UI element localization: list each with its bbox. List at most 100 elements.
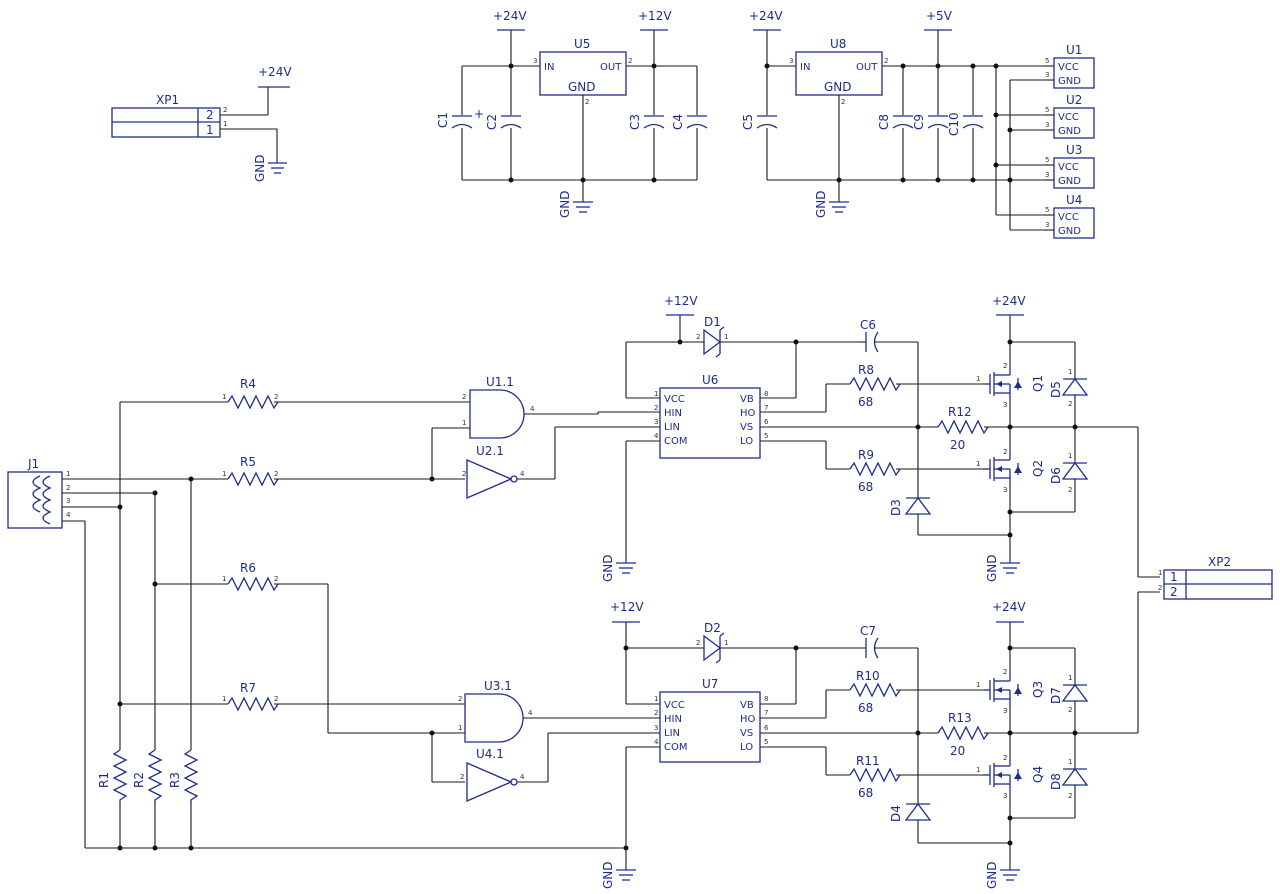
inverter-u4-1[interactable]: U4.1 [466,747,518,802]
pin-name: VS [740,728,753,739]
pin-label: 1 [206,123,214,137]
ref-c5: C5 [741,114,755,130]
pin-number: 1 [1068,452,1072,460]
module-u4[interactable]: U4 VCC GND [1053,193,1095,239]
diode-d6[interactable]: D6 [1049,461,1089,484]
pin-label: 2 [1170,585,1178,599]
capacitor-c6[interactable]: C6 [860,318,879,353]
pin-number: 1 [458,724,462,732]
net-label: GND [601,861,615,889]
diode-d1[interactable]: D1 [703,315,725,358]
regulator-u8[interactable]: U8 IN OUT GND [795,37,883,96]
pin-number: 6 [764,418,769,426]
ref-c8: C8 [877,114,891,130]
mosfet-q4[interactable]: Q4 [983,758,1045,793]
capacitor-c10[interactable]: C10 [947,112,984,136]
connector-xp1[interactable]: XP1 2 1 [111,93,221,138]
regulator-u5[interactable]: U5 IN OUT GND [539,37,627,96]
module-u3[interactable]: U3 VCC GND [1053,143,1095,189]
ground-symbol: GND [558,190,593,218]
ref-r3: R3 [168,772,182,788]
ref-u3: U3 [1066,143,1082,157]
resistor-r11[interactable]: R11 68 [849,754,901,800]
pin-name: VCC [1058,62,1079,73]
module-u1[interactable]: U1 VCC GND [1053,43,1095,89]
pin-name: VB [740,700,754,711]
pin-number: 1 [462,419,466,427]
capacitor-c2[interactable]: C2 [485,114,522,130]
pin-label: 1 [1170,570,1178,584]
resistor-r7[interactable]: R7 [227,681,279,712]
ref-u7: U7 [702,677,718,691]
and-gate-u1-1[interactable]: U1.1 [469,375,525,439]
pin-name: LIN [664,728,680,739]
resistor-r4[interactable]: R4 [227,377,279,410]
mosfet-q3[interactable]: Q3 [983,672,1045,708]
capacitor-c7[interactable]: C7 [860,624,879,659]
capacitor-c9[interactable]: C9 [912,114,949,130]
diode-d5[interactable]: D5 [1049,377,1089,398]
gate-driver-u6[interactable]: U6 VCC HIN LIN COM VB HO VS LO [659,373,761,459]
diode-d4[interactable]: D4 [889,802,932,822]
pin-number: 2 [1003,362,1007,370]
capacitor-c8[interactable]: C8 [877,114,914,130]
pin-number: 3 [1003,486,1007,494]
diode-d2[interactable]: D2 [703,621,725,664]
pin-number: 1 [976,766,980,774]
mosfet-q1[interactable]: Q1 [983,366,1045,402]
pin-number: 1 [222,393,226,401]
pin-number: 2 [66,484,70,492]
net-label: GND [558,190,572,218]
capacitor-c4[interactable]: C4 [671,114,708,130]
capacitor-c3[interactable]: C3 [628,114,665,130]
net-label: +12V [664,294,698,308]
diode-d7[interactable]: D7 [1049,683,1089,704]
pin-number: 2 [1068,792,1072,800]
net-label: GND [985,861,999,889]
pin-number: 6 [764,724,769,732]
ref-c4: C4 [671,114,685,130]
pin-number: 1 [1068,368,1072,376]
pin-number: 1 [976,375,980,383]
gate-driver-u7[interactable]: U7 VCC HIN LIN COM VB HO VS LO [659,677,761,763]
ground-symbol: GND [601,861,636,889]
pin-number: 3 [1003,401,1007,409]
resistor-r2[interactable]: R2 [132,749,163,805]
resistor-r13[interactable]: R13 20 [937,711,989,758]
pin-number: 1 [66,470,70,478]
pin-name: GND [1058,176,1081,187]
value-r9: 68 [858,480,873,494]
pin-number: 5 [1045,106,1049,114]
capacitor-c5[interactable]: C5 [741,114,778,130]
mosfet-q2[interactable]: Q2 [983,452,1045,487]
ref-u8: U8 [830,37,846,51]
pin-number: 5 [764,432,768,440]
ref-u4: U4 [1066,193,1082,207]
resistor-r8[interactable]: R8 68 [849,363,901,409]
inverter-u2-1[interactable]: U2.1 [466,444,518,499]
diode-d3[interactable]: D3 [889,496,932,516]
and-gate-u3-1[interactable]: U3.1 [464,679,524,743]
connector-xp2[interactable]: XP2 1 2 [1163,555,1273,600]
module-u2[interactable]: U2 VCC GND [1053,93,1095,139]
ref-u1: U1 [1066,43,1082,57]
ground-symbol: GND [985,861,1020,889]
ground-symbol: GND [253,154,287,182]
pin-number: 1 [1068,758,1072,766]
resistor-r5[interactable]: R5 [227,455,279,487]
resistor-r6[interactable]: R6 [227,561,279,592]
pin-name: IN [544,62,554,73]
ref-d3: D3 [889,499,903,516]
resistor-r3[interactable]: R3 [168,749,199,805]
resistor-r12[interactable]: R12 20 [937,405,989,452]
resistor-r10[interactable]: R10 68 [849,669,901,715]
capacitor-c1[interactable]: + C1 [436,107,484,129]
ref-r5: R5 [240,455,256,469]
pin-number: 1 [1158,569,1162,577]
connector-j1[interactable]: J1 [7,457,63,529]
diode-d8[interactable]: D8 [1049,767,1089,790]
resistor-r9[interactable]: R9 68 [849,448,901,494]
resistor-r1[interactable]: R1 [97,749,128,805]
pin-number: 4 [520,773,525,781]
pin-number: 2 [1068,486,1072,494]
